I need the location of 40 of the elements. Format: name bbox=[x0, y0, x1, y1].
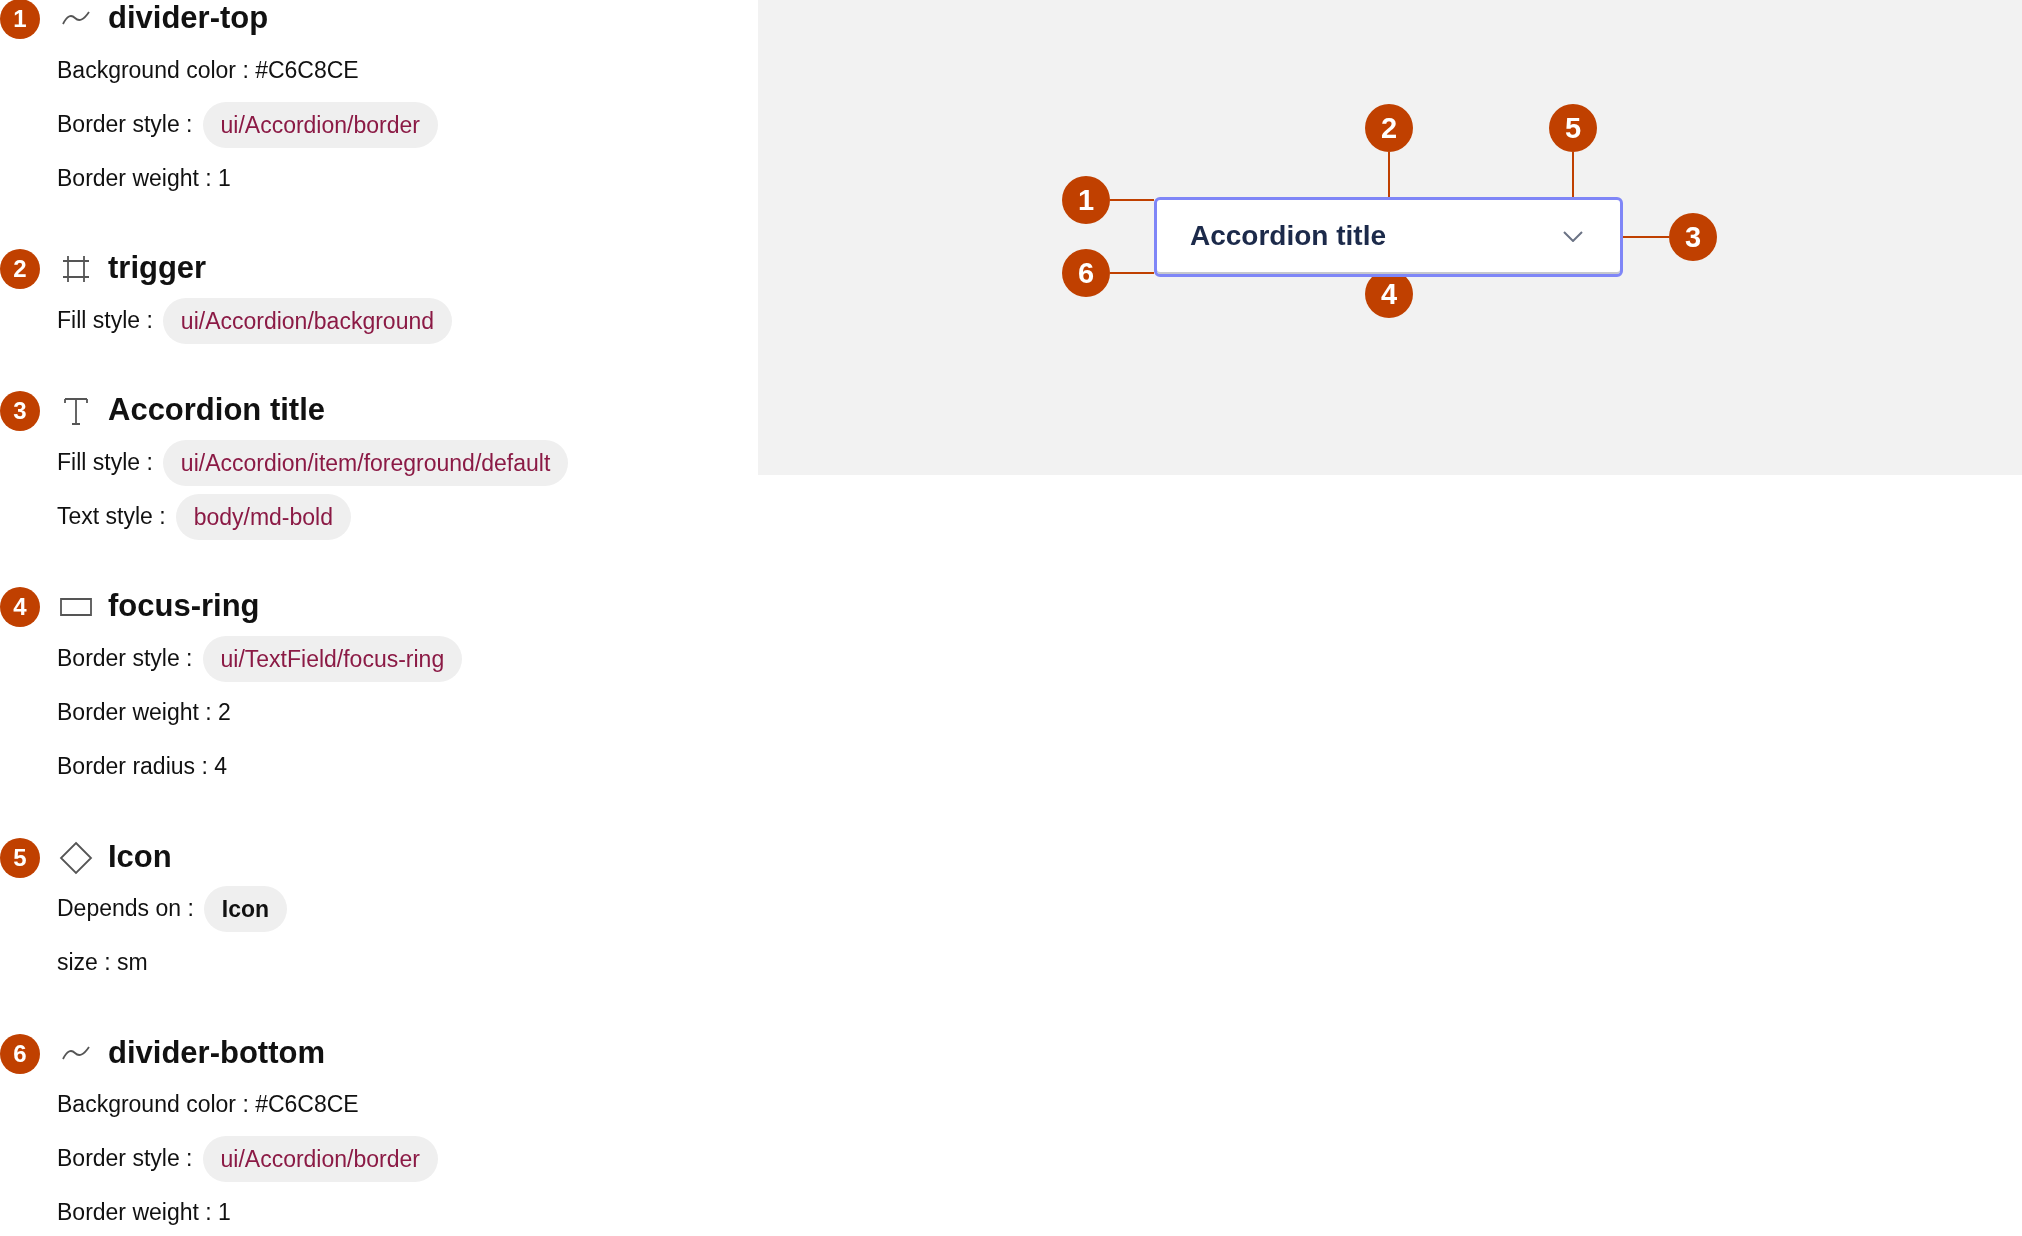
property-label: Border style : bbox=[57, 111, 193, 138]
callout-number: 6 bbox=[0, 1034, 40, 1074]
property-label: Text style : bbox=[57, 503, 166, 530]
section-heading: Accordion title bbox=[108, 392, 325, 428]
accordion-trigger bbox=[1154, 197, 1623, 277]
leader-line bbox=[1572, 151, 1574, 198]
leader-line bbox=[1622, 236, 1670, 238]
style-token: ui/TextField/focus-ring bbox=[202, 636, 463, 682]
property-label: Fill style : bbox=[57, 449, 153, 476]
property-label: Border weight : 1 bbox=[57, 1199, 231, 1226]
callout-number: 3 bbox=[0, 391, 40, 431]
property-label: Depends on : bbox=[57, 895, 194, 922]
section-heading: divider-top bbox=[108, 0, 269, 36]
callout-number: 2 bbox=[0, 249, 40, 289]
property-label: Fill style : bbox=[57, 307, 153, 334]
property-label: Background color : #C6C8CE bbox=[57, 57, 359, 84]
property-label: size : sm bbox=[57, 949, 148, 976]
leader-line bbox=[1388, 151, 1390, 198]
style-token: ui/Accordion/item/foreground/default bbox=[162, 440, 569, 486]
property-label: Border radius : 4 bbox=[57, 753, 228, 780]
property-label: Background color : #C6C8CE bbox=[57, 1091, 359, 1118]
section-heading: focus-ring bbox=[108, 588, 260, 624]
leader-line bbox=[1109, 272, 1155, 274]
property-label: Border style : bbox=[57, 645, 193, 672]
section-heading: trigger bbox=[108, 250, 207, 286]
section-heading: divider-bottom bbox=[108, 1035, 325, 1071]
property-label: Border weight : 1 bbox=[57, 165, 231, 192]
style-token: ui/Accordion/background bbox=[162, 298, 452, 344]
leader-line bbox=[1109, 199, 1155, 201]
property-label: Border weight : 2 bbox=[57, 699, 231, 726]
style-token: body/md-bold bbox=[175, 494, 351, 540]
section-heading: Icon bbox=[108, 839, 172, 875]
callout-number: 4 bbox=[0, 587, 40, 627]
accordion-title: Accordion title bbox=[1190, 220, 1386, 252]
callout-number: 1 bbox=[0, 0, 40, 39]
property-label: Border style : bbox=[57, 1145, 193, 1172]
style-token: ui/Accordion/border bbox=[202, 102, 438, 148]
callout-number: 5 bbox=[0, 838, 40, 878]
style-token: ui/Accordion/border bbox=[202, 1136, 438, 1182]
style-token: Icon bbox=[203, 886, 288, 932]
